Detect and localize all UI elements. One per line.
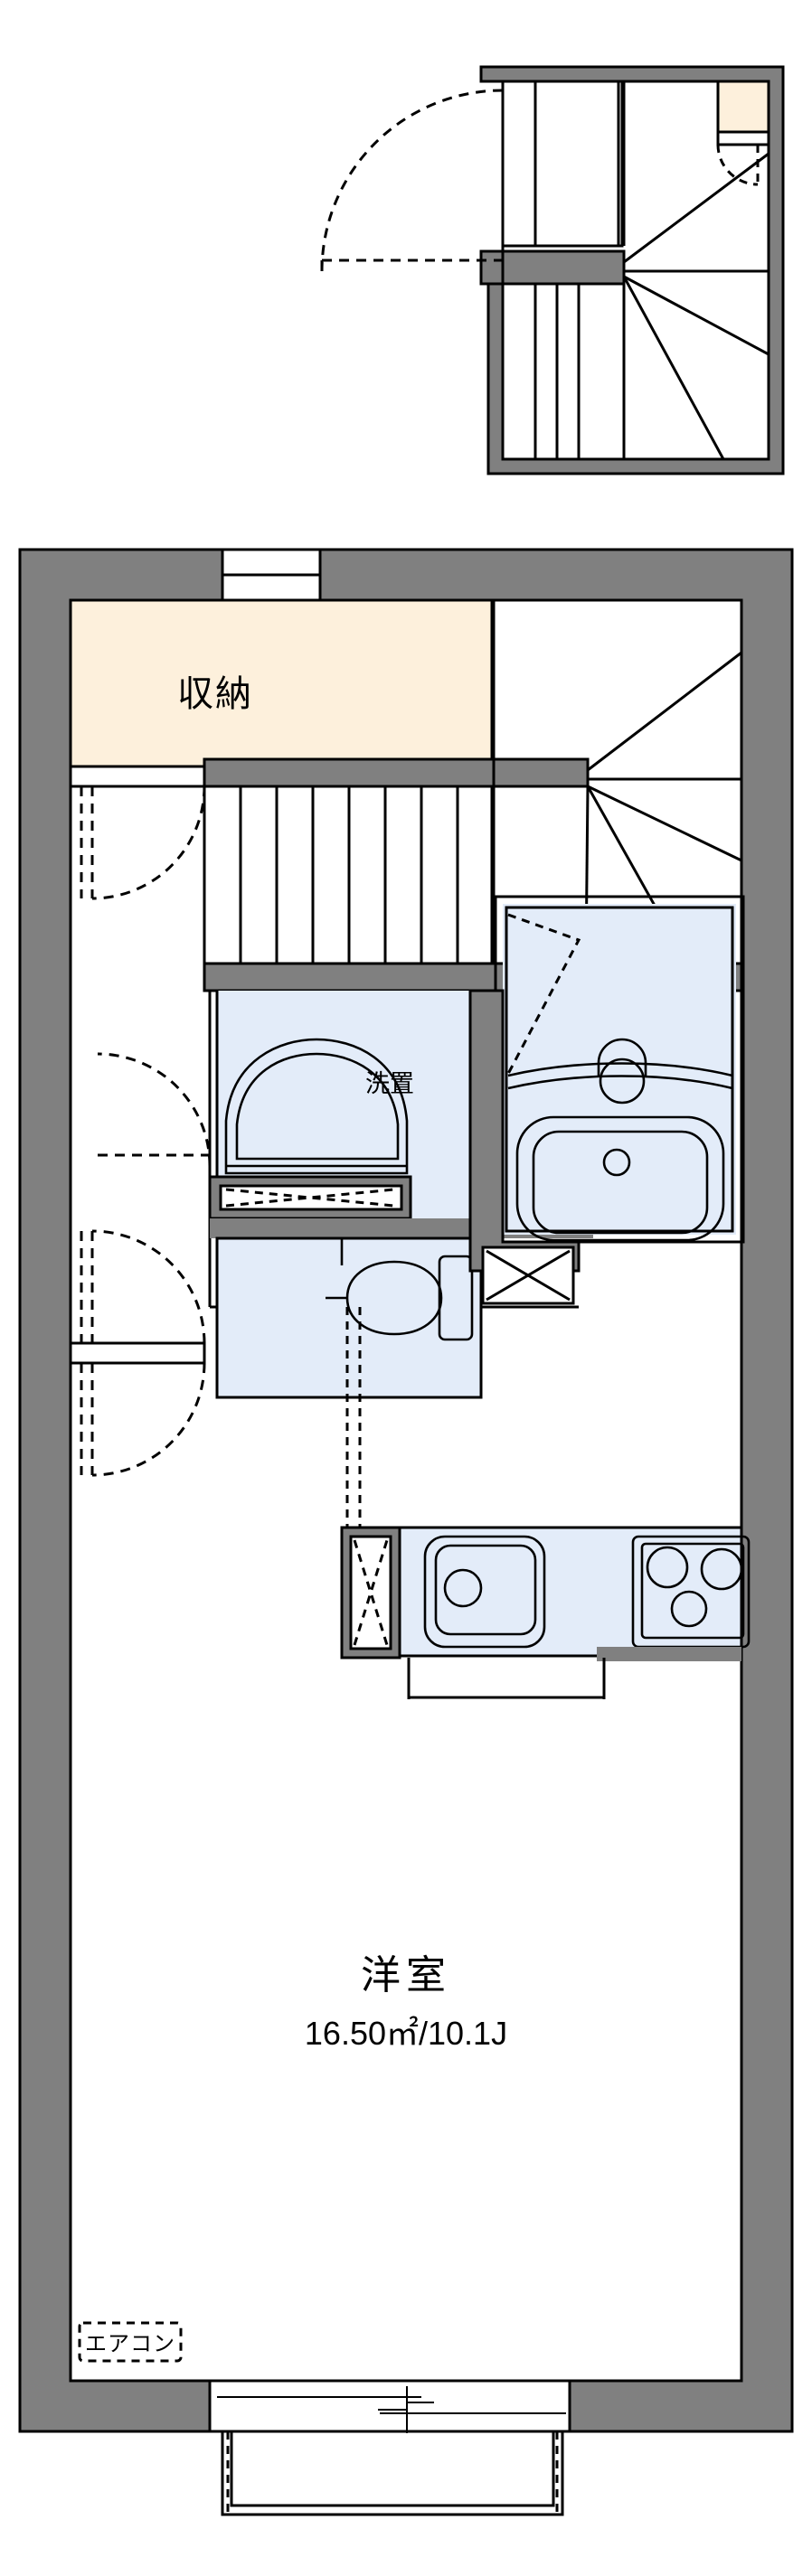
stair-head-beam xyxy=(203,757,590,788)
toilet-fixture xyxy=(326,1238,474,1341)
toilet-bath-door[interactable] xyxy=(481,1246,575,1305)
aircon-marker: エアコン xyxy=(78,2321,183,2363)
inset-storage-box xyxy=(716,80,770,134)
inset-entrance-door-swing xyxy=(320,89,504,272)
bathroom-enclosure-inner xyxy=(505,906,734,1233)
bathtub xyxy=(515,1115,725,1242)
balcony-sliding-window[interactable] xyxy=(208,2379,571,2433)
toilet-floor xyxy=(217,1238,481,1397)
refrigerator-space xyxy=(340,1526,401,1659)
toilet-enclosure xyxy=(215,1236,483,1399)
washroom-vent-door[interactable] xyxy=(208,1175,412,1220)
balcony-outline xyxy=(221,2431,564,2516)
main-room-label: 洋室 xyxy=(361,1953,451,1998)
washer-label: 洗置 xyxy=(365,1070,414,1097)
washing-machine-pan xyxy=(224,1038,409,1175)
entrance-door-lower-swing[interactable] xyxy=(80,1362,206,1477)
kitchen xyxy=(340,1526,751,1699)
inset-flight-upper xyxy=(501,80,624,248)
inset-small-door-swing xyxy=(716,144,759,186)
entrance-door[interactable] xyxy=(69,1229,206,1365)
top-window[interactable] xyxy=(221,548,322,602)
three-burner-stove xyxy=(631,1535,751,1649)
bath-door-swing[interactable] xyxy=(506,913,581,1075)
storage-door-swing xyxy=(91,785,206,900)
inset-storage-door-panel xyxy=(716,130,770,146)
storage-door-panel xyxy=(69,765,206,788)
main-room-area: 16.50㎡/10.1J xyxy=(305,2015,507,2052)
bath-toilet-divider xyxy=(468,989,581,1273)
main-floor-plan: 収納 xyxy=(18,548,794,2516)
storage-room xyxy=(69,598,494,768)
aircon-label: エアコン xyxy=(85,2332,175,2356)
inset-left-wall-stub xyxy=(479,249,505,286)
kitchen-sink xyxy=(423,1535,546,1649)
interior-floor xyxy=(72,602,740,2379)
washbasin xyxy=(507,1038,733,1105)
hall-door-upper[interactable] xyxy=(97,1052,212,1167)
kitchen-apron xyxy=(597,1647,741,1661)
storage-label: 収納 xyxy=(177,674,253,714)
inset-landing-beam xyxy=(501,249,626,286)
stair-detail-inset xyxy=(320,65,785,475)
